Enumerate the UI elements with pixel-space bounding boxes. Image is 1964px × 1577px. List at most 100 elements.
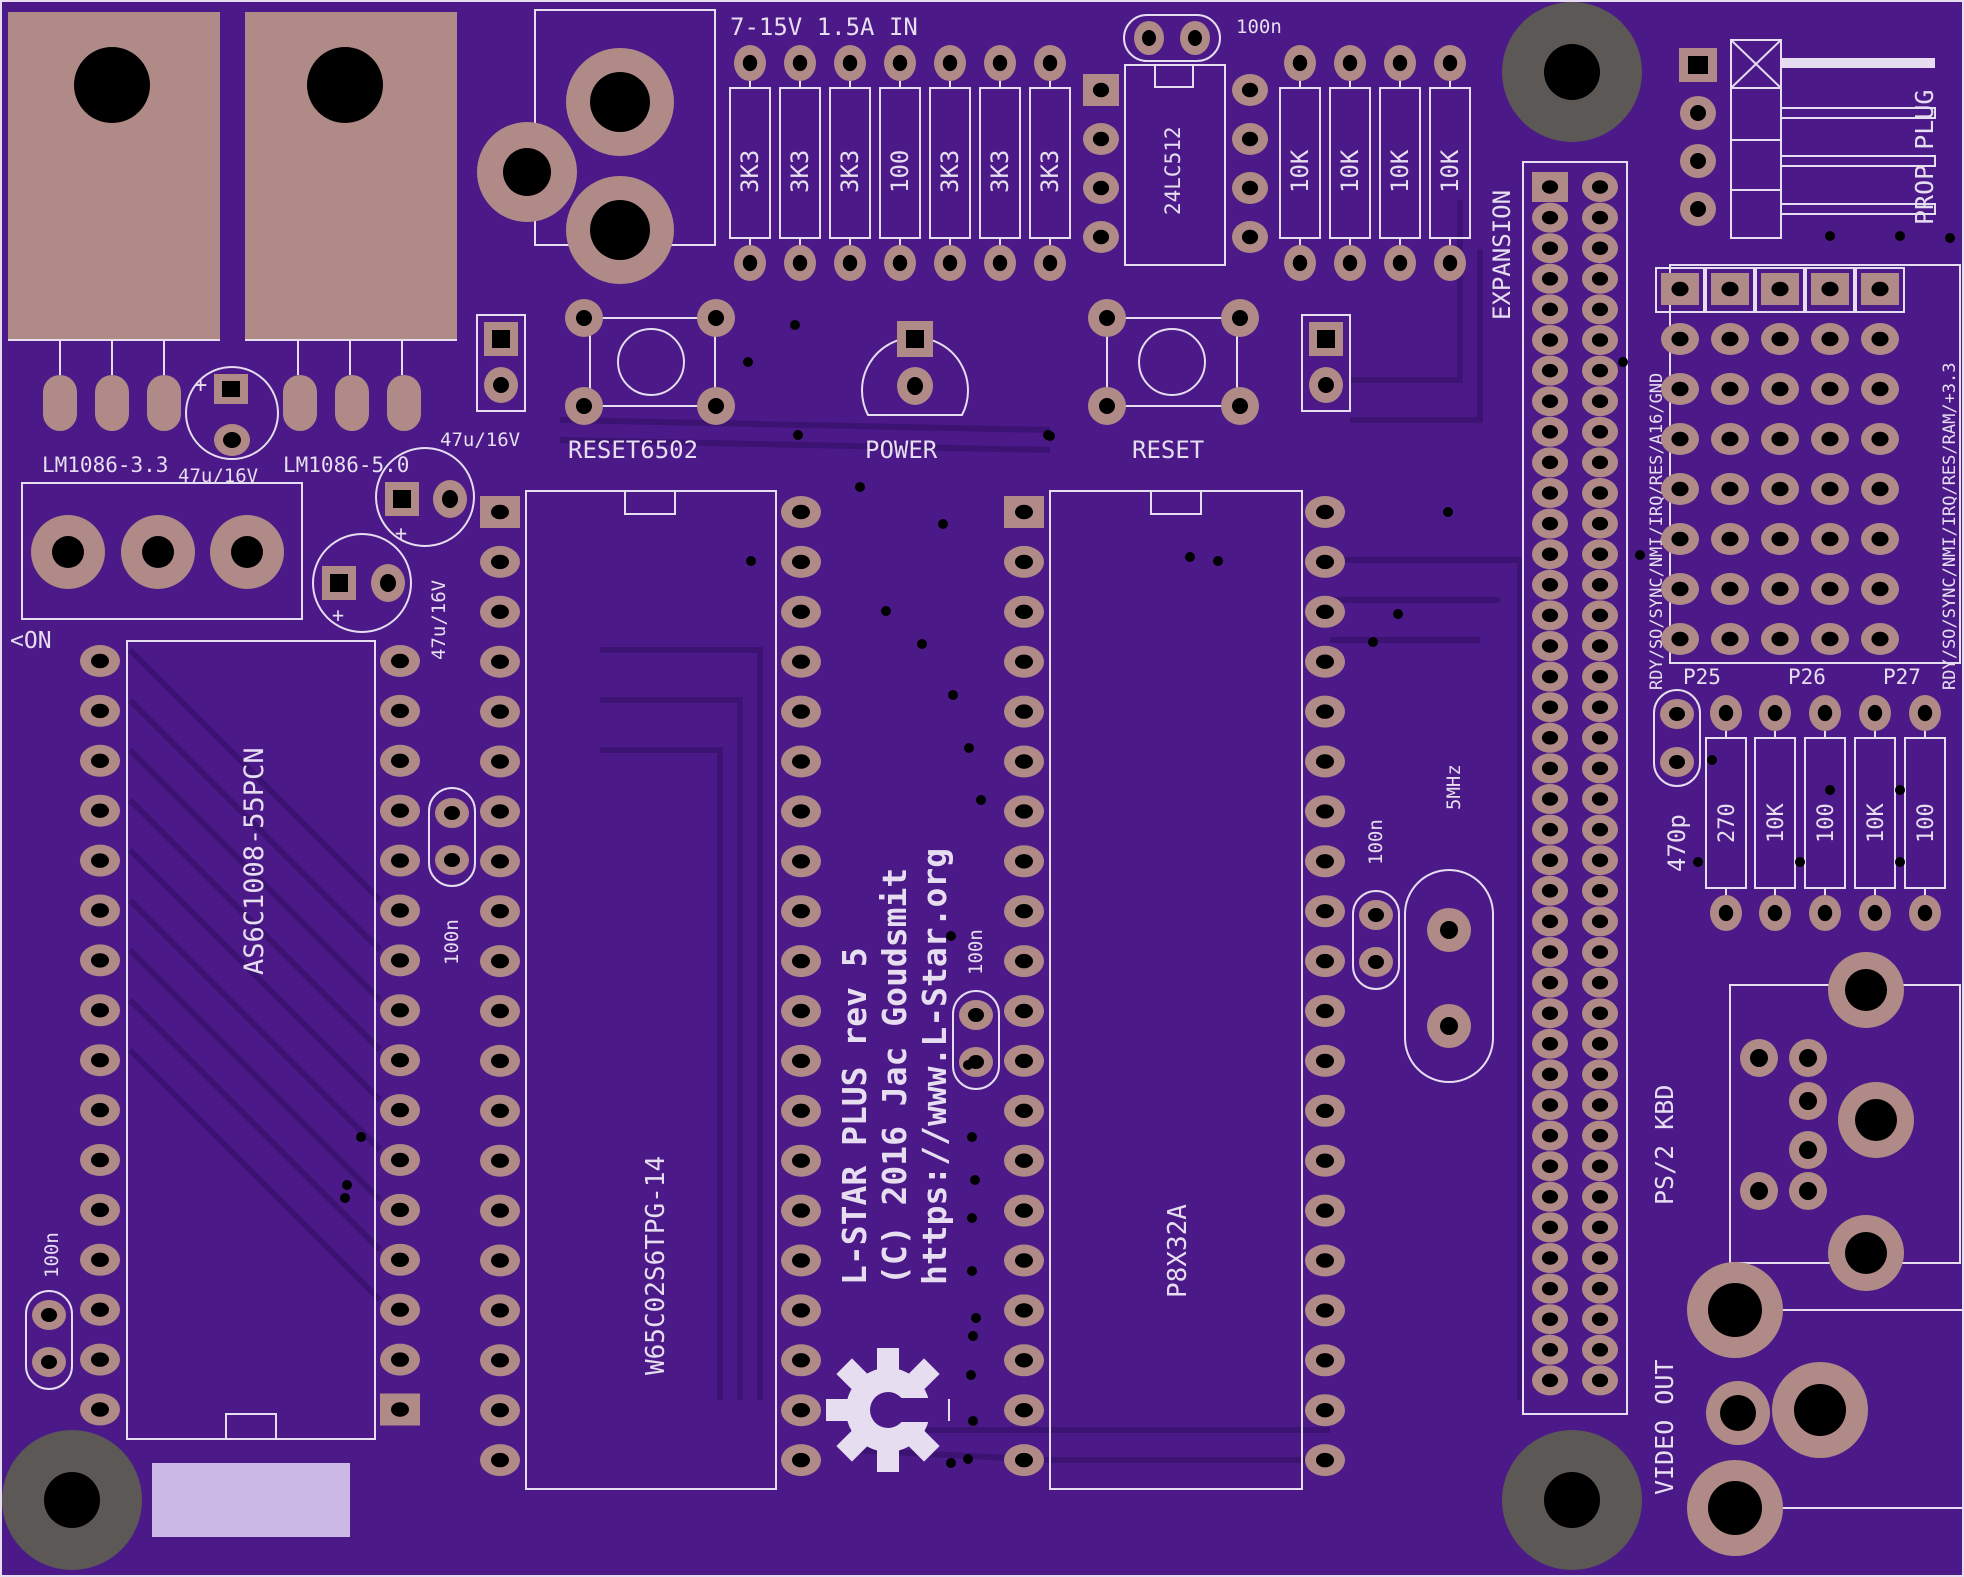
- pad-hole: [1292, 54, 1308, 72]
- pad-hole: [1015, 1203, 1033, 1218]
- video-out-connector[interactable]: VIDEO OUT: [1650, 1262, 1963, 1556]
- via: [1693, 857, 1703, 867]
- reset-button[interactable]: RESET: [1088, 299, 1259, 464]
- ps2-connector[interactable]: PS/2 KBD: [1650, 952, 1961, 1291]
- resistor-value: 3K3: [1036, 150, 1064, 193]
- pad-hole: [1821, 431, 1839, 447]
- dc-jack: 7-15V 1.5A IN: [477, 9, 918, 284]
- pad-hole: [91, 1102, 109, 1118]
- via: [855, 482, 865, 492]
- pad-hole: [391, 803, 409, 818]
- pad-hole: [1591, 1037, 1609, 1051]
- pad-hole: [1541, 975, 1559, 990]
- via: [968, 1416, 978, 1426]
- pad-hole: [1541, 608, 1559, 623]
- pad-hole: [792, 254, 808, 272]
- mount-hole-bl: [2, 1430, 142, 1570]
- pad-hole: [1015, 604, 1033, 619]
- via: [1825, 785, 1835, 795]
- pad-hole: [1015, 1003, 1033, 1019]
- resistor-value: 100: [886, 150, 914, 193]
- pad-hole: [1442, 54, 1458, 72]
- resistor-value: 10K: [1286, 149, 1314, 193]
- pad-hole: [391, 953, 409, 968]
- power-switch[interactable]: <ON: [10, 482, 303, 654]
- pad-hole: [1771, 381, 1789, 397]
- via: [1443, 507, 1453, 517]
- pad-hole: [792, 704, 810, 719]
- jumper-left: [476, 314, 526, 412]
- pad-hole: [1718, 704, 1734, 722]
- pad-hole: [1541, 639, 1559, 653]
- pad-hole: [1241, 229, 1259, 245]
- resistor-value: 270: [1715, 803, 1740, 843]
- pad-hole: [792, 804, 810, 819]
- pad-hole: [1316, 654, 1334, 669]
- pad-hole: [792, 1353, 810, 1368]
- pad-hole: [1241, 131, 1259, 147]
- pad-hole: [1591, 884, 1609, 898]
- pad-hole: [1541, 180, 1559, 194]
- pad-hole: [1591, 853, 1609, 867]
- sram-chip: AS6C1008-55PCN: [126, 640, 376, 1440]
- pad-hole: [842, 254, 858, 272]
- via: [340, 1193, 350, 1203]
- via: [976, 795, 986, 805]
- credit-line3: https://www.L-Star.org: [915, 848, 954, 1285]
- via: [938, 519, 948, 529]
- pad-hole: [1541, 884, 1559, 898]
- pad-hole: [1042, 254, 1058, 272]
- pad-hole: [491, 854, 509, 869]
- pad-hole: [1817, 704, 1833, 722]
- pad-hole: [1591, 241, 1609, 255]
- pad-hole: [391, 753, 409, 768]
- via: [356, 1132, 366, 1142]
- via: [1945, 233, 1955, 243]
- pad-hole: [892, 254, 908, 272]
- pad-hole: [1015, 504, 1033, 520]
- credit-line1: L-STAR PLUS rev 5: [835, 947, 874, 1285]
- pad-hole: [1671, 481, 1689, 497]
- expansion-header: EXPANSION: [1488, 161, 1628, 1415]
- via: [1707, 755, 1717, 765]
- resistor-body: [1705, 737, 1747, 889]
- pad-hole: [1042, 54, 1058, 72]
- pad-hole: [742, 54, 758, 72]
- pad-hole: [1541, 731, 1559, 745]
- resistor-value: 10K: [1386, 149, 1414, 193]
- signal-header-pins: [1655, 267, 1905, 655]
- pad-hole: [91, 1302, 109, 1317]
- reset6502-button[interactable]: RESET6502: [565, 299, 735, 464]
- via: [948, 690, 958, 700]
- pad-hole: [1015, 1153, 1033, 1168]
- pad-hole: [1241, 180, 1259, 196]
- pad-hole: [1721, 531, 1739, 547]
- via: [746, 556, 756, 566]
- pad-hole: [1092, 180, 1110, 196]
- pad-hole: [91, 1252, 109, 1268]
- pad-hole: [391, 1003, 409, 1018]
- pad-hole: [1817, 904, 1833, 922]
- pad-hole: [1316, 704, 1334, 719]
- pad-hole: [1771, 431, 1789, 447]
- via: [963, 1060, 973, 1070]
- via: [1635, 550, 1645, 560]
- pad-hole: [1541, 516, 1559, 531]
- pad-hole: [391, 1302, 409, 1317]
- pad-hole: [1092, 82, 1110, 98]
- pad-hole: [1591, 761, 1609, 776]
- pad-hole: [1316, 804, 1334, 819]
- oshw-gear-icon: [826, 1348, 950, 1472]
- pad-hole: [1541, 669, 1559, 684]
- cap-elec-mid: + 47u/16V: [312, 533, 450, 660]
- resistor-body: [979, 87, 1021, 239]
- resistor-value: 3K3: [736, 150, 764, 193]
- via: [1618, 357, 1628, 367]
- pad-hole: [1917, 704, 1933, 722]
- pad-hole: [1541, 1037, 1559, 1051]
- credit-line2: (C) 2016 Jac Goudsmit: [875, 868, 914, 1285]
- resistor-body: [1279, 87, 1321, 239]
- via: [970, 1175, 980, 1185]
- pad-hole: [391, 1252, 409, 1268]
